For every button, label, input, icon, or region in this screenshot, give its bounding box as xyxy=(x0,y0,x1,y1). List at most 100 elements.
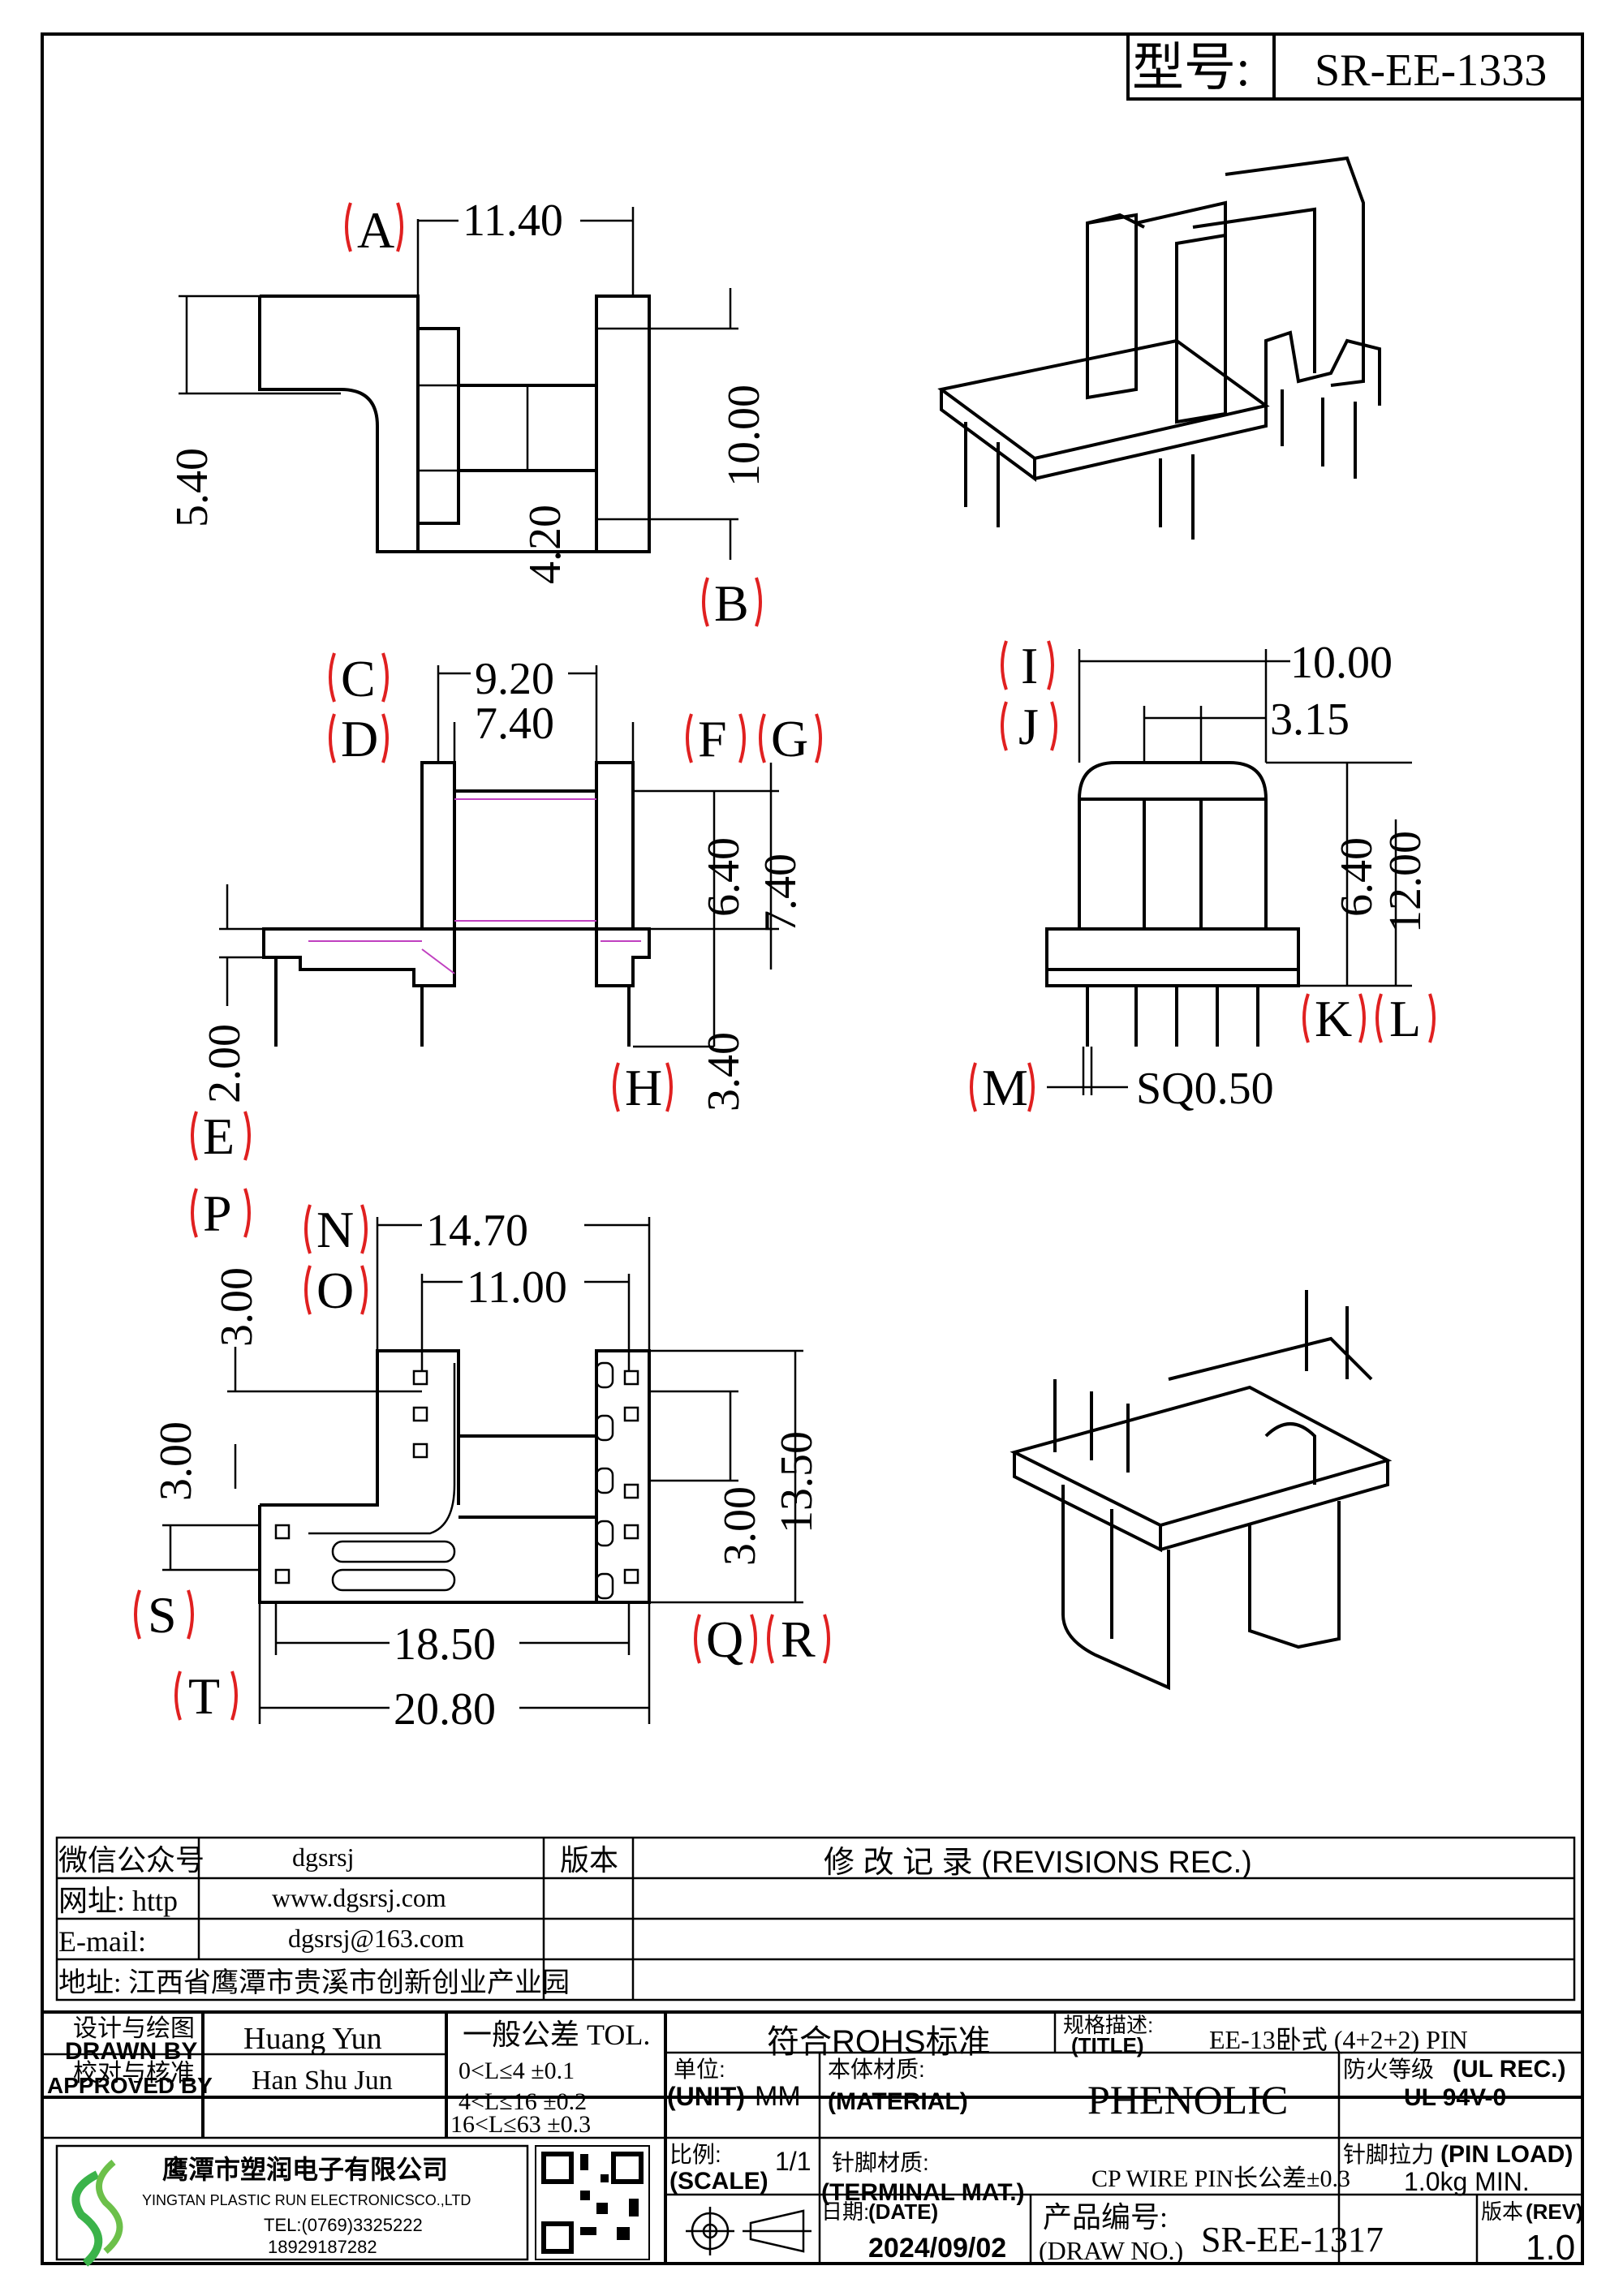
title-cn: 规格描述: xyxy=(1063,2013,1153,2037)
date-en: (DATE) xyxy=(868,2199,938,2224)
label-K: K xyxy=(1315,990,1352,1047)
dim-S-value: 3.00 xyxy=(151,1421,201,1501)
label-H: H xyxy=(625,1059,662,1116)
dim-H-value: 3.40 xyxy=(699,1032,749,1111)
dim-FG-1: 6.40 xyxy=(699,837,749,917)
model-value: SR-EE-1333 xyxy=(1315,45,1547,96)
approved-en: APPROVED BY xyxy=(47,2073,213,2098)
label-M: M xyxy=(982,1059,1028,1116)
rev-cn: 版本 xyxy=(1481,2199,1523,2224)
label-E: E xyxy=(203,1107,235,1165)
dim-KL-2: 12.00 xyxy=(1380,831,1431,933)
bottom-view: 14.70 11.00 3.00 3.00 3.00 13.50 18.50 2… xyxy=(151,1206,822,1735)
label-S: S xyxy=(148,1586,177,1644)
terminal-value: CP WIRE PIN长公差±0.3 xyxy=(1091,2165,1350,2192)
title-block: 设计与绘图 DRAWN BY Huang Yun 校对与核准 APPROVED … xyxy=(41,2010,1584,2268)
dim-4-20: 4.20 xyxy=(520,505,570,584)
drawno-cn: 产品编号: xyxy=(1043,2201,1168,2234)
top-view: 11.40 5.40 4.20 10.00 xyxy=(167,196,769,584)
sheet-border xyxy=(41,32,1584,2265)
dim-C-value: 9.20 xyxy=(475,654,554,704)
scale-cn: 比例: xyxy=(669,2142,721,2167)
fire-value: UL 94V-0 xyxy=(1404,2084,1506,2111)
dim-5-40: 5.40 xyxy=(167,448,217,527)
fire-cn: 防火等级 xyxy=(1343,2057,1434,2082)
dim-D-value: 7.40 xyxy=(475,699,554,749)
company-en: YINGTAN PLASTIC RUN ELECTRONICSCO.,LTD xyxy=(142,2192,471,2208)
iso-view-bottom xyxy=(1010,1290,1393,1691)
dim-10-00: 10.00 xyxy=(719,385,769,487)
label-C: C xyxy=(341,650,376,707)
label-G: G xyxy=(771,710,808,767)
title-value: EE-13卧式 (4+2+2) PIN xyxy=(1209,2025,1468,2054)
drawn-name: Huang Yun xyxy=(243,2022,382,2056)
dim-O-value: 11.00 xyxy=(467,1262,567,1313)
revisions-label: 修 改 记 录 (REVISIONS REC.) xyxy=(824,1846,1252,1880)
tol-row-2: 4<L≤16 ±0.2 xyxy=(458,2088,587,2115)
email-label: E-mail: xyxy=(58,1925,146,1958)
tol-row-3: 16<L≤63 ±0.3 xyxy=(450,2111,591,2138)
wechat-value: dgsrsj xyxy=(292,1842,354,1872)
scale-en: (SCALE) xyxy=(669,2168,768,2195)
dim-T-value: 20.80 xyxy=(394,1684,496,1735)
company-tel: TEL:(0769)3325222 xyxy=(264,2215,423,2235)
label-Q: Q xyxy=(706,1610,743,1668)
model-label: 型号: xyxy=(1132,39,1251,97)
email-value: dgsrsj@163.com xyxy=(288,1924,464,1953)
letter-labels: A B C D E F G H I J K L M N O P Q R S T xyxy=(134,201,1436,1725)
dim-P-value: 3.00 xyxy=(212,1267,262,1347)
label-D: D xyxy=(341,710,378,767)
projection-symbol-icon xyxy=(686,2207,812,2255)
front-view: 9.20 7.40 6.40 7.40 2.00 3.40 xyxy=(200,654,806,1111)
fire-en: (UL REC.) xyxy=(1453,2056,1565,2083)
drawn-cn: 设计与绘图 xyxy=(73,2015,195,2042)
company-mobile: 18929187282 xyxy=(268,2237,377,2257)
version-label: 版本 xyxy=(560,1844,618,1877)
pinload-value: 1.0kg MIN. xyxy=(1404,2167,1530,2196)
label-N: N xyxy=(316,1201,354,1258)
web-label: 网址: http xyxy=(58,1885,178,1917)
web-value: www.dgsrsj.com xyxy=(272,1883,446,1912)
rev-value: 1.0 xyxy=(1526,2228,1575,2268)
dim-M-value: SQ0.50 xyxy=(1136,1064,1274,1114)
dim-A-value: 11.40 xyxy=(463,196,563,246)
label-T: T xyxy=(188,1667,220,1725)
qr-code-icon xyxy=(535,2145,650,2260)
tol-row-1: 0<L≤4 ±0.1 xyxy=(458,2057,575,2084)
terminal-cn: 针脚材质: xyxy=(832,2150,929,2175)
drawn-en: DRAWN BY xyxy=(65,2038,197,2065)
material-value: PHENOLIC xyxy=(1087,2077,1288,2122)
label-O: O xyxy=(316,1262,354,1319)
date-cn: 日期: xyxy=(821,2199,869,2224)
company-logo-icon xyxy=(71,2159,123,2267)
iso-view-top xyxy=(937,156,1381,540)
dim-E-value: 2.00 xyxy=(200,1024,250,1103)
drawno-value: SR-EE-1317 xyxy=(1201,2220,1384,2259)
approved-cn: 校对与核准 xyxy=(73,2060,195,2087)
address: 地址: 江西省鹰潭市贵溪市创新创业产业园 xyxy=(58,1967,570,1998)
label-R: R xyxy=(781,1610,816,1668)
rev-en: (REV) xyxy=(1526,2199,1583,2224)
dim-J-value: 3.15 xyxy=(1270,694,1350,745)
dim-FG-2: 7.40 xyxy=(756,853,806,933)
info-table: 微信公众号 dgsrsj 网址: http www.dgsrsj.com E-m… xyxy=(55,1836,1576,2001)
label-I: I xyxy=(1021,637,1038,694)
wechat-label: 微信公众号 xyxy=(58,1844,204,1877)
terminal-en: (TERMINAL MAT.) xyxy=(821,2179,1025,2206)
company-cn: 鹰潭市塑润电子有限公司 xyxy=(162,2155,448,2184)
label-A: A xyxy=(357,201,394,259)
pinload-en: (PIN LOAD) xyxy=(1440,2141,1573,2168)
date-value: 2024/09/02 xyxy=(868,2233,1006,2264)
side-view: 10.00 3.15 6.40 12.00 SQ0.50 xyxy=(1045,638,1431,1114)
dim-N-value: 14.70 xyxy=(426,1206,528,1256)
label-J: J xyxy=(1018,698,1039,755)
unit-cn: 单位: xyxy=(674,2057,725,2082)
rohs: 符合ROHS标准 xyxy=(767,2024,991,2060)
material-cn: 本体材质: xyxy=(828,2057,925,2082)
title-en: (TITLE) xyxy=(1071,2033,1144,2057)
tol-title: 一般公差 TOL. xyxy=(463,2019,650,2051)
dim-Q-value: 3.00 xyxy=(715,1486,765,1566)
label-F: F xyxy=(698,710,727,767)
material-en: (MATERIAL) xyxy=(828,2088,968,2115)
